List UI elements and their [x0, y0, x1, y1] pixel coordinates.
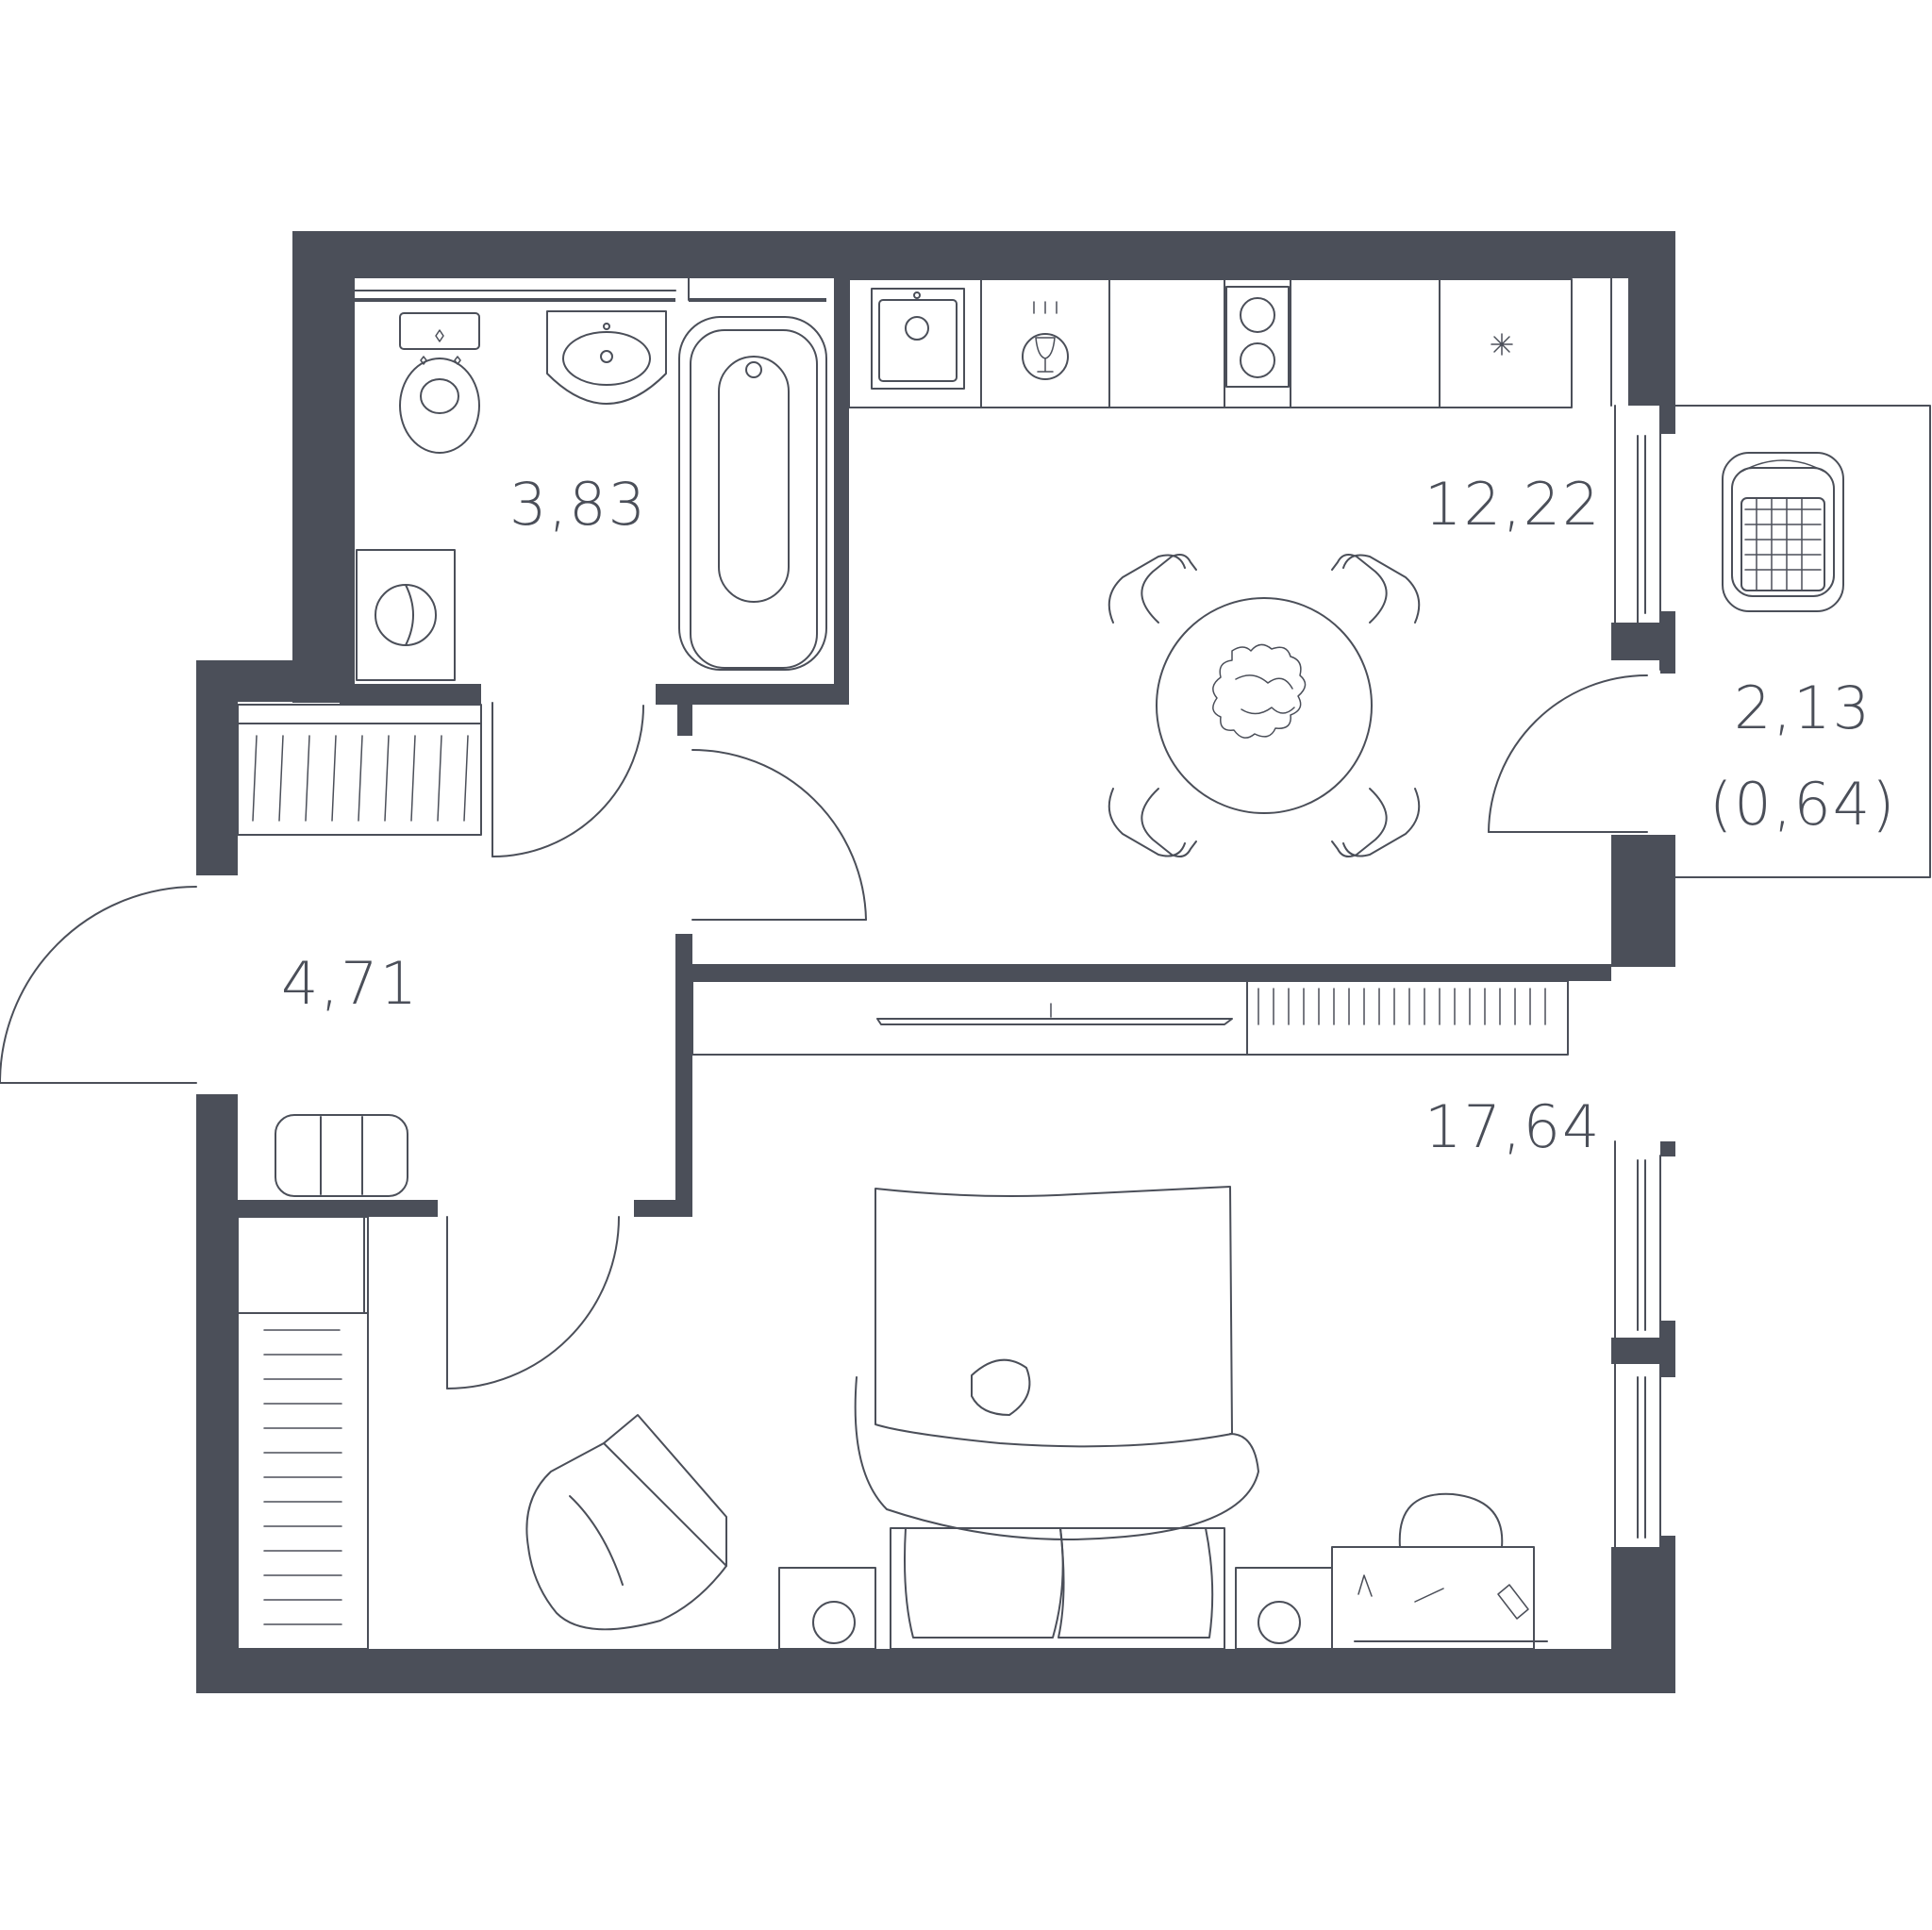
tv-unit-icon — [691, 980, 1569, 1056]
bedroom-area-label: 17,64 — [1424, 1092, 1602, 1161]
kitchen-window — [1610, 277, 1675, 674]
wardrobe-icon — [237, 1216, 369, 1650]
desk-icon — [1331, 1492, 1548, 1650]
bathtub-icon — [678, 316, 827, 671]
washbasin-icon — [546, 310, 667, 405]
bathroom-area-label: 3,83 — [509, 470, 648, 539]
balcony-area-label: 2,13 — [1734, 674, 1873, 742]
shelf-icon — [237, 704, 482, 836]
bedroom-door — [446, 1216, 620, 1389]
balcony-reduced-area-label: (0,64) — [1709, 770, 1897, 839]
hall-area-label: 4,71 — [281, 949, 420, 1018]
balcony-outline — [1674, 405, 1931, 878]
nightstand-right-icon — [1235, 1567, 1333, 1650]
nightstand-left-icon — [778, 1567, 876, 1650]
armchair-icon — [525, 1414, 727, 1631]
dining-table-icon — [1108, 554, 1421, 857]
entrance-door — [0, 886, 197, 1084]
kitchen-sink-icon — [871, 288, 965, 390]
balcony-door — [1488, 674, 1648, 833]
dishwasher-icon — [1022, 301, 1069, 380]
washing-machine-icon — [356, 549, 456, 681]
fridge-icon — [1491, 333, 1513, 356]
walls — [196, 231, 1675, 1693]
kitchen-area-label: 12,22 — [1424, 470, 1602, 539]
kitchen-counter — [848, 278, 1573, 408]
bed-icon — [854, 1186, 1259, 1650]
kitchen-door — [691, 749, 867, 921]
cooktop-icon — [1225, 286, 1290, 388]
bathroom-door — [491, 702, 644, 857]
bench-icon — [275, 1114, 408, 1197]
lounge-chair-icon — [1722, 452, 1844, 612]
toilet-icon — [399, 312, 480, 454]
bedroom-window — [1614, 1140, 1675, 1551]
